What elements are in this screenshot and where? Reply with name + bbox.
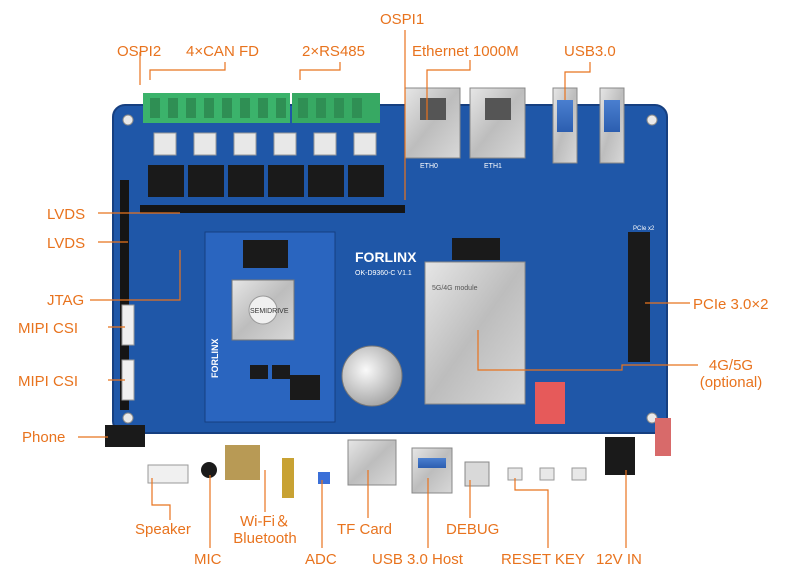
label-ethernet: Ethernet 1000M [412,43,519,60]
modem-silk: 5G/4G module [432,285,478,292]
transceiver-row [148,165,384,197]
label-phone: Phone [22,429,66,446]
ethernet-jacks [404,87,526,159]
cellular-module [424,261,526,405]
label-jtag: JTAG [47,292,85,309]
adc-trimmer [318,472,330,484]
eth0-silk: ETH0 [420,163,438,170]
label-ospi1: OSPI1 [380,11,425,28]
label-4g5g-line2: (optional) [699,374,763,391]
som-brand-silk: FORLINX [210,339,220,379]
eth1-silk: ETH1 [484,163,502,170]
board-brand-silk: FORLINX [355,249,417,265]
label-speaker: Speaker [135,521,191,538]
pcie-silk: PCIe x2 [633,226,655,232]
som-chip-silk: SEMIDRIVE [250,308,289,315]
label-mic: MIC [194,551,222,568]
label-wifi-line2: Bluetooth [233,530,297,547]
mipi-csi-connector-1 [121,304,135,346]
phone-jack [105,425,145,447]
leader-lines [78,30,698,548]
usb-host-port [411,447,453,494]
label-ospi2: OSPI2 [117,43,162,60]
label-mipi-csi-1: MIPI CSI [18,320,79,337]
label-wifi-bluetooth: Wi-Fi＆ Bluetooth [222,513,308,547]
label-can: 4×CAN FD [186,43,259,60]
tf-slot [347,439,397,486]
usb3-ports [552,87,625,164]
label-rs485: 2×RS485 [302,43,365,60]
debug-port [464,461,490,487]
board-model-silk: OK-D9360-C V1.1 [355,270,412,277]
label-4g5g: 4G/5G (optional) [690,357,772,391]
reset-keys [507,467,587,481]
label-reset-key: RESET KEY [501,551,585,568]
label-usb-host: USB 3.0 Host [372,551,463,568]
label-adc: ADC [305,551,337,568]
power-jack [605,437,635,475]
speaker-header [147,464,189,484]
small-connectors [153,132,377,156]
wifi-module [225,445,260,480]
pin-header [140,205,405,213]
label-usb3: USB3.0 [564,43,616,60]
label-mipi-csi-2: MIPI CSI [18,373,79,390]
label-12v-in: 12V IN [596,551,642,568]
label-lvds-2: LVDS [47,235,86,252]
dip-switch [535,382,565,424]
label-wifi-line1: Wi-Fi＆ [240,513,290,530]
label-4g5g-line1: 4G/5G [708,357,754,374]
mounting-holes [122,114,658,424]
label-debug: DEBUG [446,521,500,538]
coin-cell [341,345,403,407]
pcie-slot [628,232,650,362]
terminal-blocks [143,93,380,123]
label-tf-card: TF Card [337,521,393,538]
label-lvds-1: LVDS [47,206,86,223]
mic-element [201,462,217,478]
label-pcie: PCIe 3.0×2 [693,296,769,313]
